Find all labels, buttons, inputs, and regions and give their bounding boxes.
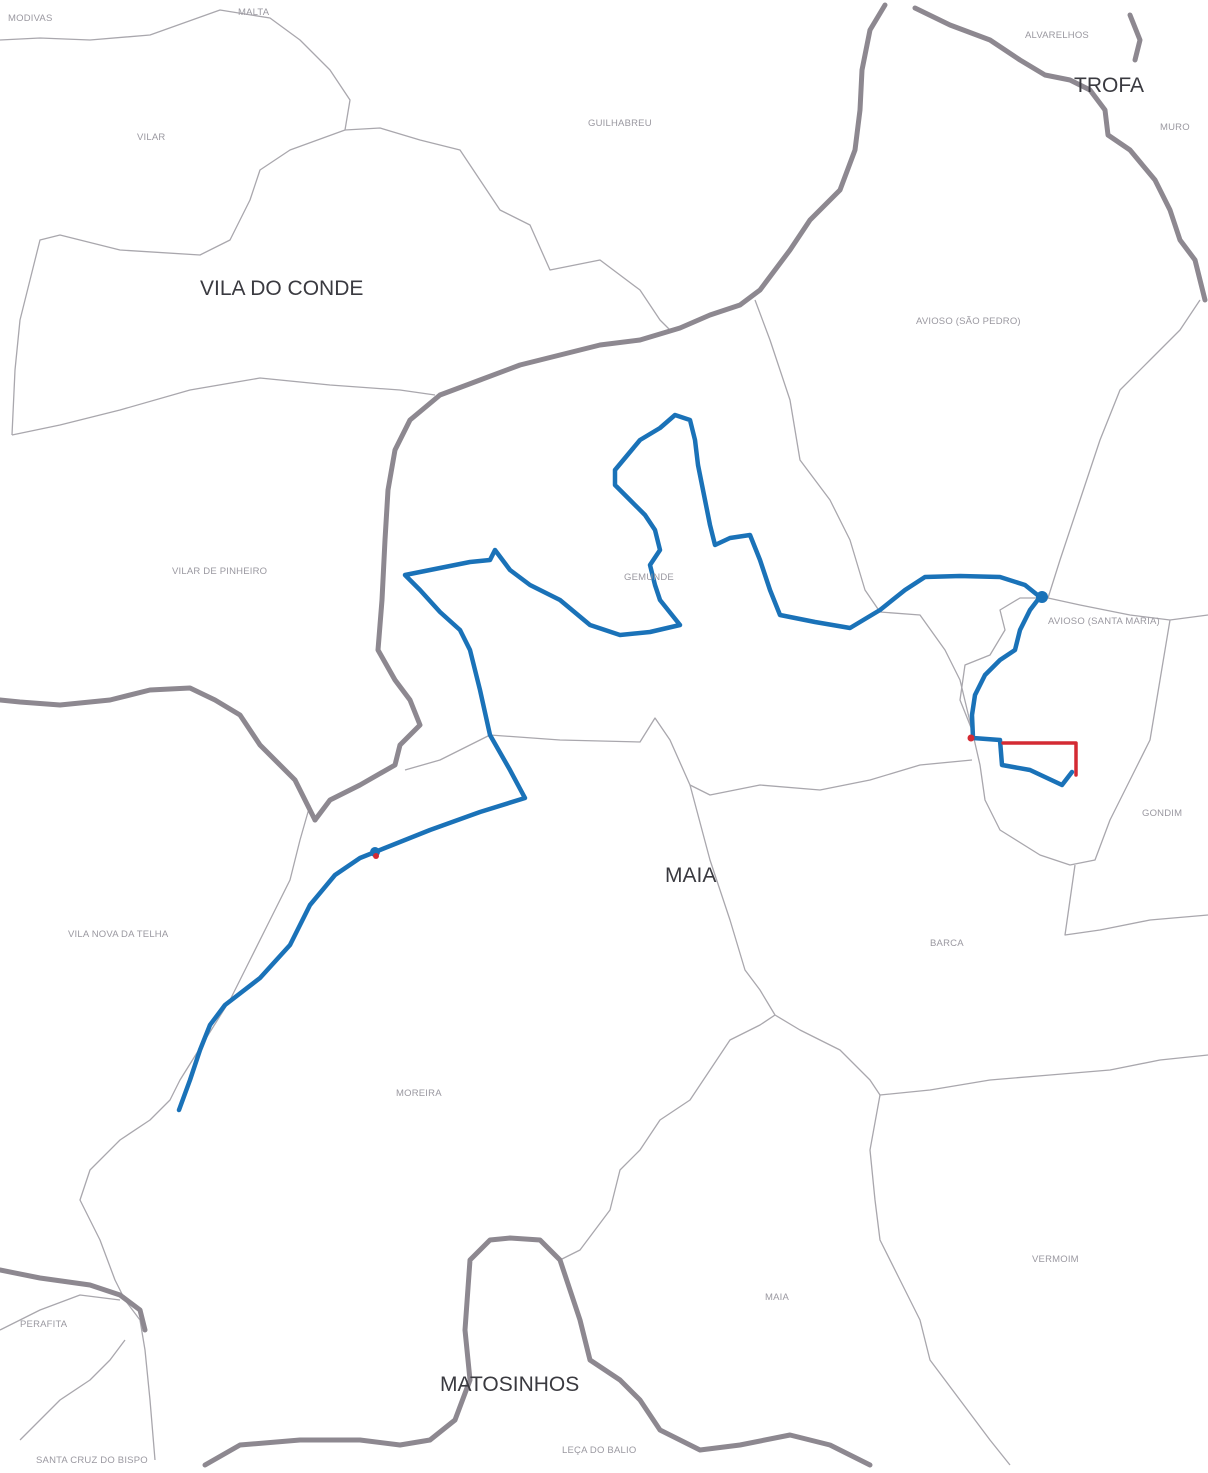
parish-boundary <box>774 1014 1208 1096</box>
parish-boundary <box>11 129 346 436</box>
label-alvarelhos: ALVARELHOS <box>1025 30 1089 41</box>
label-trofa: TROFA <box>1074 74 1144 97</box>
parish-boundary <box>0 9 351 131</box>
label-modivas: MODIVAS <box>8 13 53 24</box>
label-leca-do-balio: LEÇA DO BALIO <box>562 1445 636 1456</box>
parish-boundary <box>1047 299 1201 599</box>
parish-boundary <box>1047 597 1208 621</box>
parish-boundaries <box>0 9 1208 1466</box>
parish-boundary <box>959 597 1048 731</box>
label-vilar-de-pinheiro: VILAR DE PINHEIRO <box>172 566 267 577</box>
parish-boundary <box>559 1014 776 1261</box>
route-junction-marker[interactable] <box>1036 591 1048 603</box>
main-route-line <box>176 412 1075 1113</box>
label-avioso-sao-pedro: AVIOSO (SÃO PEDRO) <box>916 316 1021 327</box>
route-point-marker[interactable] <box>967 734 975 742</box>
label-parish-maia: MAIA <box>765 1292 789 1303</box>
parish-boundary <box>1064 864 1208 936</box>
alternative-route-line <box>1001 741 1078 777</box>
parish-labels: MODIVAS MALTA ALVARELHOS MURO VILAR GUIL… <box>8 7 1190 1466</box>
municipal-boundary <box>202 1235 873 1468</box>
label-vila-do-conde: VILA DO CONDE <box>200 277 363 300</box>
label-gondim: GONDIM <box>1142 808 1182 819</box>
parish-boundary <box>0 1294 121 1331</box>
municipal-boundary <box>312 2 888 823</box>
label-guilhabreu: GUILHABREU <box>588 118 652 129</box>
parish-boundary <box>971 619 1171 866</box>
municipal-boundary <box>1127 12 1143 63</box>
label-muro: MURO <box>1160 122 1190 133</box>
municipal-boundary <box>912 5 1208 303</box>
route <box>176 412 1078 1113</box>
label-vilar: VILAR <box>137 132 165 143</box>
label-matosinhos: MATOSINHOS <box>440 1373 579 1396</box>
parish-boundary <box>79 804 311 1461</box>
label-perafita: PERAFITA <box>20 1319 68 1330</box>
label-malta: MALTA <box>238 7 270 18</box>
route-point-marker[interactable] <box>373 853 379 859</box>
municipal-boundary <box>0 685 318 823</box>
label-gemunde: GEMUNDE <box>624 572 674 583</box>
parish-boundary <box>689 784 776 1016</box>
label-barca: BARCA <box>930 938 964 949</box>
parish-boundary <box>404 717 973 796</box>
municipality-labels: VILA DO CONDE TROFA MAIA MATOSINHOS <box>200 74 1144 1396</box>
parish-boundary <box>754 299 973 731</box>
parish-boundary <box>869 1094 1011 1466</box>
label-vila-nova-da-telha: VILA NOVA DA TELHA <box>68 929 169 940</box>
parish-boundary <box>344 127 671 331</box>
label-vermoim: VERMOIM <box>1032 1254 1079 1265</box>
parish-boundary <box>11 377 436 436</box>
parish-boundary <box>19 1339 126 1441</box>
label-santa-cruz-do-bispo: SANTA CRUZ DO BISPO <box>36 1455 148 1466</box>
municipal-boundary <box>0 1267 148 1333</box>
label-avioso-santa-maria: AVIOSO (SANTA MARIA) <box>1048 616 1160 627</box>
label-moreira: MOREIRA <box>396 1088 442 1099</box>
label-maia: MAIA <box>665 864 716 887</box>
